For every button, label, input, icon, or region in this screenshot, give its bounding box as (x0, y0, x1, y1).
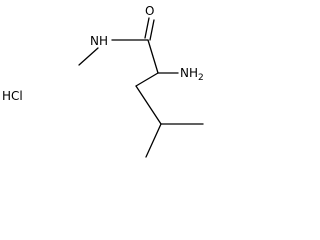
carbonyl-double-bond-2 (149, 19, 155, 41)
amine-label: NH2 (180, 66, 204, 83)
alpha-ch2-bond (135, 72, 159, 87)
carbonyl-alpha-bond (147, 39, 159, 74)
carbonyl-double-bond-1 (144, 17, 150, 39)
amide-nh-label: NH (90, 34, 108, 48)
amine-label-subscript: 2 (198, 73, 204, 83)
ch2-ch-bond (135, 85, 162, 125)
bonds (78, 17, 204, 158)
oxygen-label: O (145, 4, 154, 18)
n-methyl-bond (78, 47, 99, 66)
chemical-structure: O NH NH2 HCl (2, 4, 204, 158)
hcl-label: HCl (2, 89, 23, 103)
amine-label-main: NH (180, 66, 198, 80)
ch-methyl-lower-bond (145, 123, 162, 158)
